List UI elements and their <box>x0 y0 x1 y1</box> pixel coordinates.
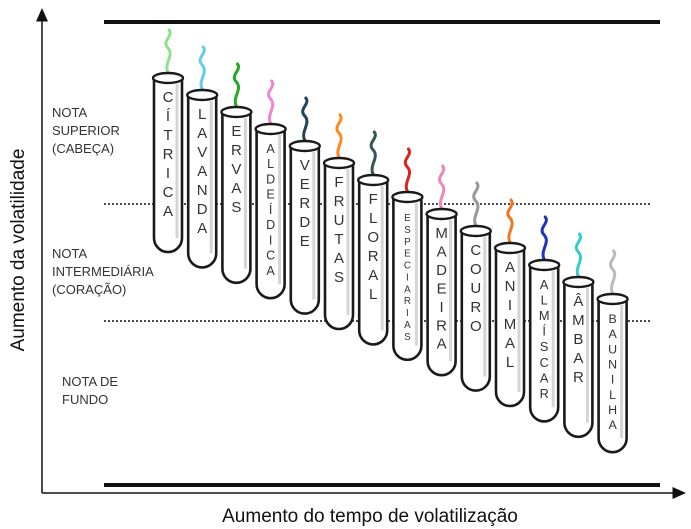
svg-text:NOTA: NOTA <box>52 246 87 261</box>
tube-body <box>323 163 355 331</box>
smoke-wisp <box>369 130 377 178</box>
tube-body <box>357 180 389 346</box>
tube-rim <box>425 207 458 221</box>
smoke-wisp <box>506 198 514 246</box>
smoke-wisp <box>232 62 241 110</box>
tube-body <box>426 214 457 377</box>
smoke-wisp <box>574 232 583 280</box>
smoke-wisp <box>609 249 617 297</box>
tube-rim <box>322 156 356 170</box>
smoke-wisp <box>403 147 412 195</box>
tube-rim <box>254 122 287 136</box>
svg-text:NOTA DE: NOTA DE <box>62 374 118 389</box>
x-axis-title: Aumento do tempo de volatilização <box>222 506 518 527</box>
tube-body <box>460 231 492 392</box>
tube-body <box>597 299 628 454</box>
tube-body <box>255 129 286 300</box>
smoke-wisp <box>198 45 206 93</box>
smoke-wisp <box>267 79 275 127</box>
tube-rim <box>288 139 321 153</box>
tube-rim <box>562 275 595 289</box>
svg-text:INTERMEDIÁRIA: INTERMEDIÁRIA <box>52 264 154 279</box>
svg-text:FUNDO: FUNDO <box>62 392 108 407</box>
svg-text:SUPERIOR: SUPERIOR <box>52 123 120 138</box>
tube-body <box>392 197 423 362</box>
note-base-label: NOTA DE FUNDO <box>62 374 118 407</box>
tube-rim <box>493 241 527 255</box>
smoke-wisp <box>164 28 172 76</box>
svg-text:(CABEÇA): (CABEÇA) <box>52 141 114 156</box>
tube-body <box>563 282 594 439</box>
smoke-wisp <box>472 181 480 229</box>
tube-body <box>494 248 526 408</box>
tube-rim <box>357 173 390 187</box>
y-axis-title: Aumento da volatilidade <box>8 149 29 352</box>
smoke-wisp <box>301 96 309 144</box>
tube-body <box>186 95 218 269</box>
tube-rim <box>528 258 561 272</box>
tube-rim <box>185 88 219 102</box>
smoke-wisp <box>335 113 343 161</box>
tube-body <box>528 265 560 423</box>
note-top-label: NOTA SUPERIOR (CABEÇA) <box>52 105 120 156</box>
tube-body <box>221 112 252 285</box>
svg-text:NOTA: NOTA <box>52 105 87 120</box>
tube-rim <box>220 105 253 119</box>
tube-rim <box>459 224 492 238</box>
tube-body <box>152 78 184 254</box>
smoke-wisp <box>540 215 548 263</box>
tube-body <box>289 146 321 315</box>
tube-rim <box>151 71 185 85</box>
tube-rim <box>391 190 424 204</box>
note-middle-label: NOTA INTERMEDIÁRIA (CORAÇÃO) <box>52 246 154 297</box>
svg-text:(CORAÇÃO): (CORAÇÃO) <box>52 282 126 297</box>
smoke-wisp <box>438 164 446 212</box>
tube-rim <box>596 292 629 306</box>
